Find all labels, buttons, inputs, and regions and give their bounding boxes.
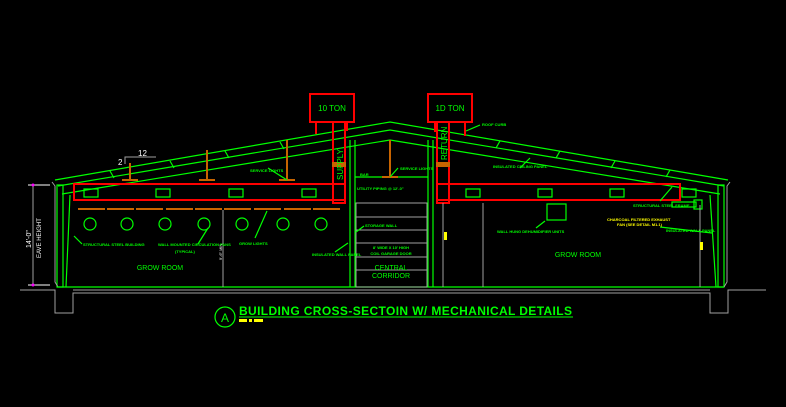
slope-rise: 2 (118, 158, 123, 167)
annotation: (TYPICAL) (175, 249, 195, 254)
exhaust-fan (671, 199, 703, 210)
central-corridor (349, 140, 434, 288)
annotation: STRUCTURAL STEEL FRAME (633, 203, 690, 208)
annotation: WALL HUNG DEHUMIDIFIER UNITS (497, 229, 565, 234)
min-height-value: 9'-6" MIN (218, 243, 223, 260)
annotation: STRUCTURAL STEEL BUILDING (83, 242, 145, 247)
annotation: FAN (SEE DETAIL M1.1) (617, 222, 663, 227)
hvac-unit-return: 1D TON RETURN (427, 93, 473, 160)
hvac-unit-supply: 10 TON SUPPLY (309, 93, 355, 180)
drawing-title: A BUILDING CROSS-SECTOIN W/ MECHANICAL D… (214, 304, 573, 328)
room-label-right: GROW ROOM (555, 252, 601, 259)
dehumidifier-unit (546, 203, 567, 221)
title-text: BUILDING CROSS-SECTOIN W/ MECHANICAL DET… (239, 304, 572, 318)
eave-height-label: EAVE HEIGHT (37, 218, 43, 258)
annotation: SERVICE LIGHTS (400, 166, 434, 171)
annotation: CHARCOAL FILTERED EXHAUST (607, 217, 671, 222)
eave-height-value: 14'-0" (26, 230, 33, 248)
min-height-dimension: 9'-6" MIN (218, 210, 224, 287)
annotation: INSULATED CEILING PANEL (493, 164, 548, 169)
annotation: UTILITY PIPING @ 12'-0" (357, 186, 404, 191)
room-label-left: GROW ROOM (137, 265, 183, 272)
annotation: INSULATED WALL PANEL (312, 252, 362, 257)
annotation: SERVICE LIGHTS (250, 168, 284, 173)
annotation: STORAGE WALL (365, 223, 398, 228)
annotation: COIL GARAGE DOOR (370, 251, 411, 256)
duct-label: SUPPLY (336, 148, 345, 180)
corridor-label: CENTRAL (375, 265, 408, 272)
eave-height-dimension: 14'-0" EAVE HEIGHT (26, 183, 50, 287)
circulation-fans (83, 217, 328, 231)
dimension-marker (700, 242, 703, 250)
roof-slope-marker: 12 2 (118, 149, 156, 167)
section-marker: A (221, 311, 229, 325)
annotation: ROOF CURB (482, 122, 506, 127)
annotation: GROW LIGHTS (239, 241, 268, 246)
annotation: 8' WIDE X 10' HIGH (373, 245, 409, 250)
duct-diffusers (83, 188, 697, 198)
annotation: INSULATED WALL PANEL (666, 228, 716, 233)
annotation: BAR (360, 172, 369, 177)
slope-run: 12 (138, 149, 147, 158)
duct-label: RETURN (440, 126, 449, 160)
hvac-capacity: 1D TON (435, 104, 464, 113)
hvac-capacity: 10 TON (318, 104, 346, 113)
dimension-lines (442, 203, 701, 287)
return-ductwork (436, 121, 681, 204)
leader-lines (73, 124, 713, 253)
dimension-marker (444, 232, 447, 240)
annotation: WALL MOUNTED CIRCULATION FANS (158, 242, 231, 247)
corridor-label: CORRIDOR (372, 273, 410, 280)
supply-ductwork (73, 121, 346, 204)
